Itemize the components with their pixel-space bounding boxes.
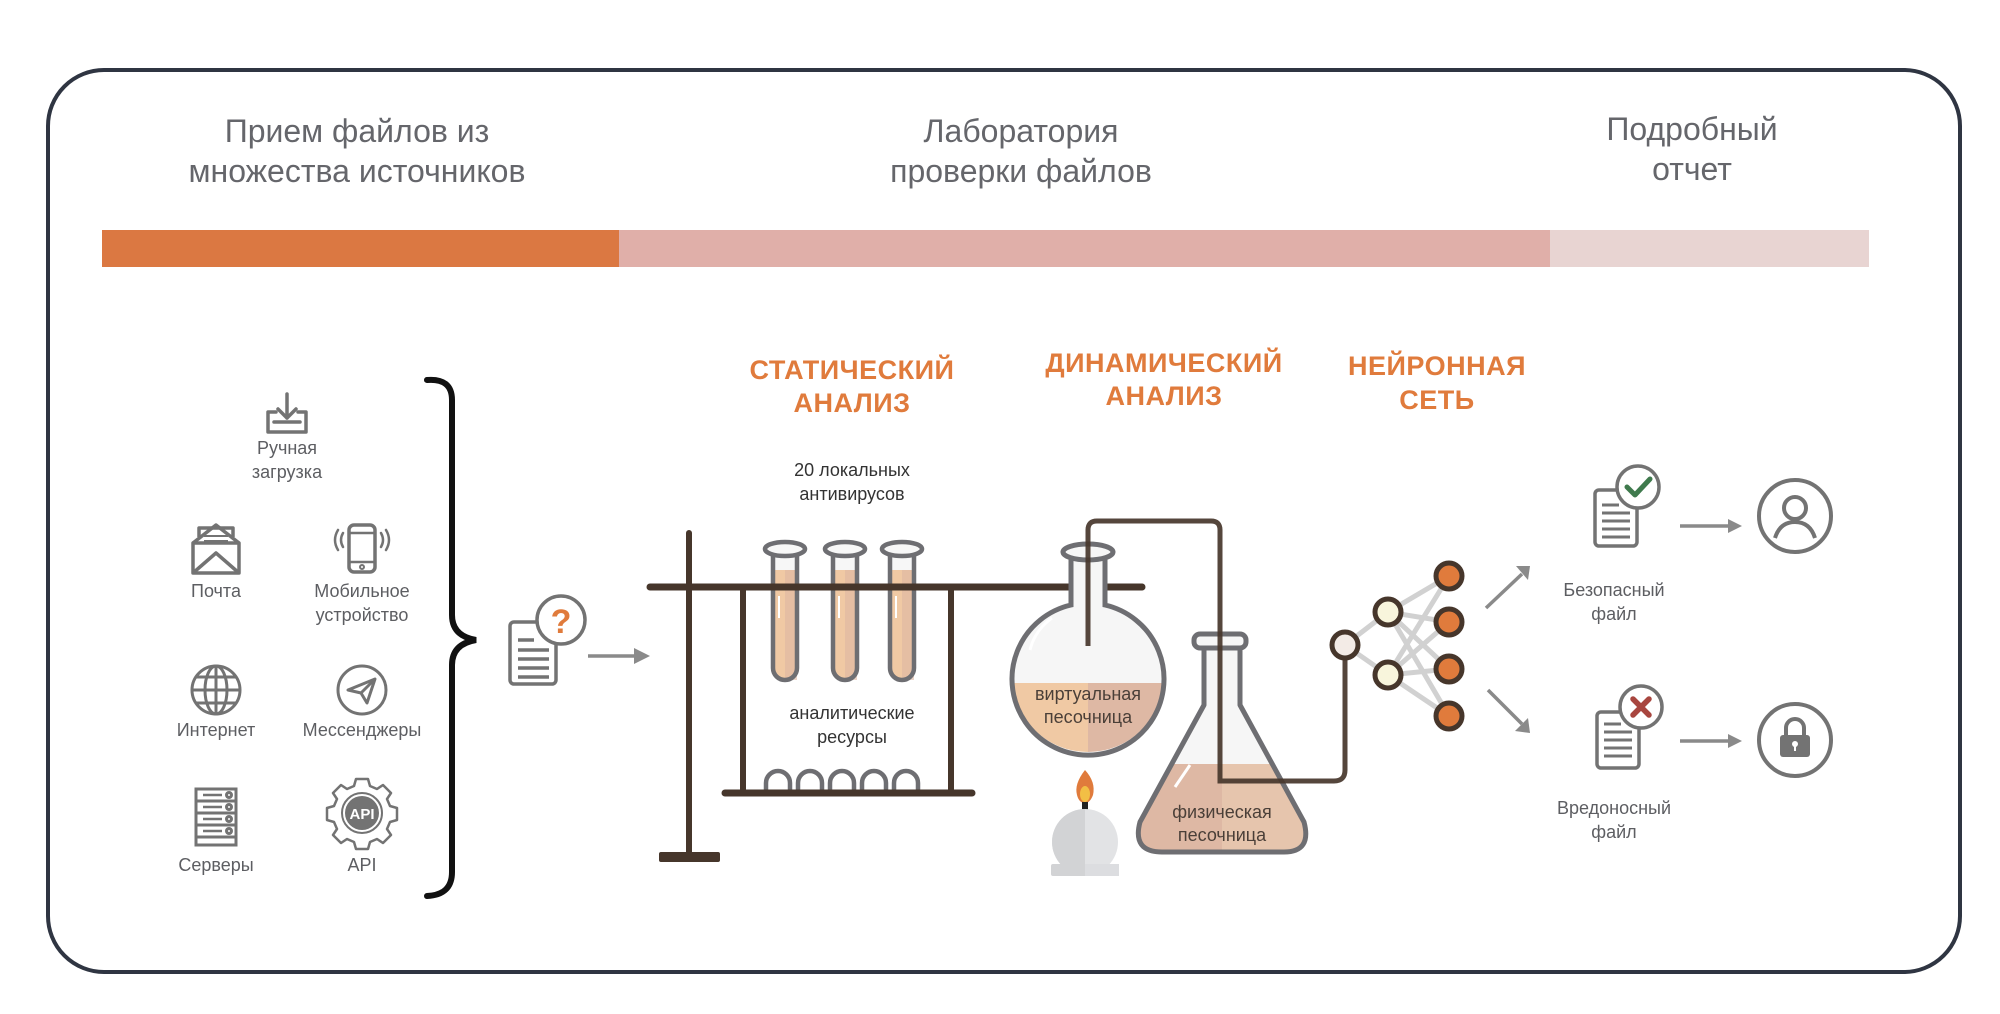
sandbox-label: физическая (1172, 802, 1272, 822)
connecting-tube (1085, 518, 1348, 784)
neural-network (1329, 560, 1465, 732)
stage-bar-intake (102, 230, 619, 267)
lab-stand (646, 530, 1146, 862)
api-badge: API (349, 806, 374, 823)
stage-heading-line: Лаборатория (924, 113, 1119, 149)
stage-heading-line: Прием файлов из (225, 113, 490, 149)
server-icon (194, 787, 238, 847)
safe-file (1593, 464, 1661, 548)
stage-heading-report: Подробный отчет (1606, 111, 1777, 187)
sandbox-label: песочница (1178, 825, 1267, 845)
sandbox-label: песочница (1044, 707, 1133, 727)
neural-network-title: НЕЙРОННАЯ (1348, 350, 1526, 381)
paper-plane-icon (336, 664, 388, 716)
source-manual-upload (266, 392, 308, 434)
stage-heading-line: множества источников (189, 153, 526, 189)
static-analysis-title: АНАЛИЗ (793, 388, 910, 418)
download-tray-icon (266, 392, 308, 434)
static-analysis-title: СТАТИЧЕСКИЙ (750, 354, 955, 385)
stage-bar-lab (619, 230, 1550, 267)
arrow-down-right-icon (1486, 688, 1530, 733)
arrow-right-icon (1680, 519, 1742, 533)
test-tubes (762, 539, 925, 683)
test-tube (879, 539, 925, 683)
mobile-phone-icon (333, 523, 391, 574)
source-label: Мобильное (314, 581, 409, 601)
antivirus-note: 20 локальных (794, 460, 910, 480)
result-label: Вредоносный (1557, 798, 1671, 818)
user-icon (1757, 478, 1833, 554)
source-label: устройство (316, 605, 409, 625)
output-node (1433, 606, 1465, 638)
arrow-right-icon (1680, 734, 1742, 748)
source-label: Мессенджеры (303, 720, 422, 740)
source-label: Ручная (257, 438, 317, 458)
api-gear-icon: API (325, 777, 399, 851)
source-label: Серверы (178, 855, 253, 875)
stage-heading-line: проверки файлов (890, 153, 1152, 189)
stage-heading-intake: Прием файлов из множества источников (189, 113, 526, 189)
cross-icon (1630, 696, 1652, 718)
arrow-right-icon (588, 648, 650, 664)
malicious-file (1595, 684, 1664, 770)
stage-bar-report (1550, 230, 1869, 267)
sandbox-label: виртуальная (1035, 684, 1141, 704)
rack-label: ресурсы (817, 727, 887, 747)
check-icon (1624, 476, 1653, 498)
result-label: Безопасный (1563, 580, 1664, 600)
input-node (1329, 629, 1361, 661)
envelope-icon (191, 523, 241, 575)
arrow-up-right-icon (1484, 566, 1530, 610)
output-node (1433, 560, 1465, 592)
source-label: Интернет (177, 720, 256, 740)
stage-bar (102, 230, 1869, 267)
hidden-node (1372, 659, 1404, 691)
lock-icon (1757, 702, 1833, 778)
diagram-frame (46, 68, 1962, 974)
result-label: файл (1591, 822, 1636, 842)
stage-heading-line: Подробный (1606, 111, 1777, 147)
source-label: API (347, 855, 376, 875)
result-label: файл (1591, 604, 1636, 624)
source-label: загрузка (252, 462, 323, 482)
test-tube (762, 539, 808, 683)
neural-network-title: СЕТЬ (1399, 385, 1474, 415)
question-icon: ? (551, 603, 572, 641)
stage-heading-line: отчет (1652, 151, 1732, 187)
source-label: Почта (191, 581, 242, 601)
burner (1051, 770, 1119, 876)
output-node (1433, 653, 1465, 685)
hidden-node (1372, 596, 1404, 628)
stage-heading-lab: Лаборатория проверки файлов (890, 113, 1152, 189)
dynamic-analysis-title: АНАЛИЗ (1105, 381, 1222, 411)
antivirus-note: антивирусов (799, 484, 904, 504)
dynamic-analysis-title: ДИНАМИЧЕСКИЙ (1045, 347, 1282, 378)
unknown-file: ? (508, 594, 587, 686)
globe-icon (190, 664, 242, 716)
rack-label: аналитические (789, 703, 914, 723)
test-tube (822, 539, 868, 683)
network-edges (1343, 573, 1452, 719)
output-node (1433, 700, 1465, 732)
brace (424, 376, 477, 899)
